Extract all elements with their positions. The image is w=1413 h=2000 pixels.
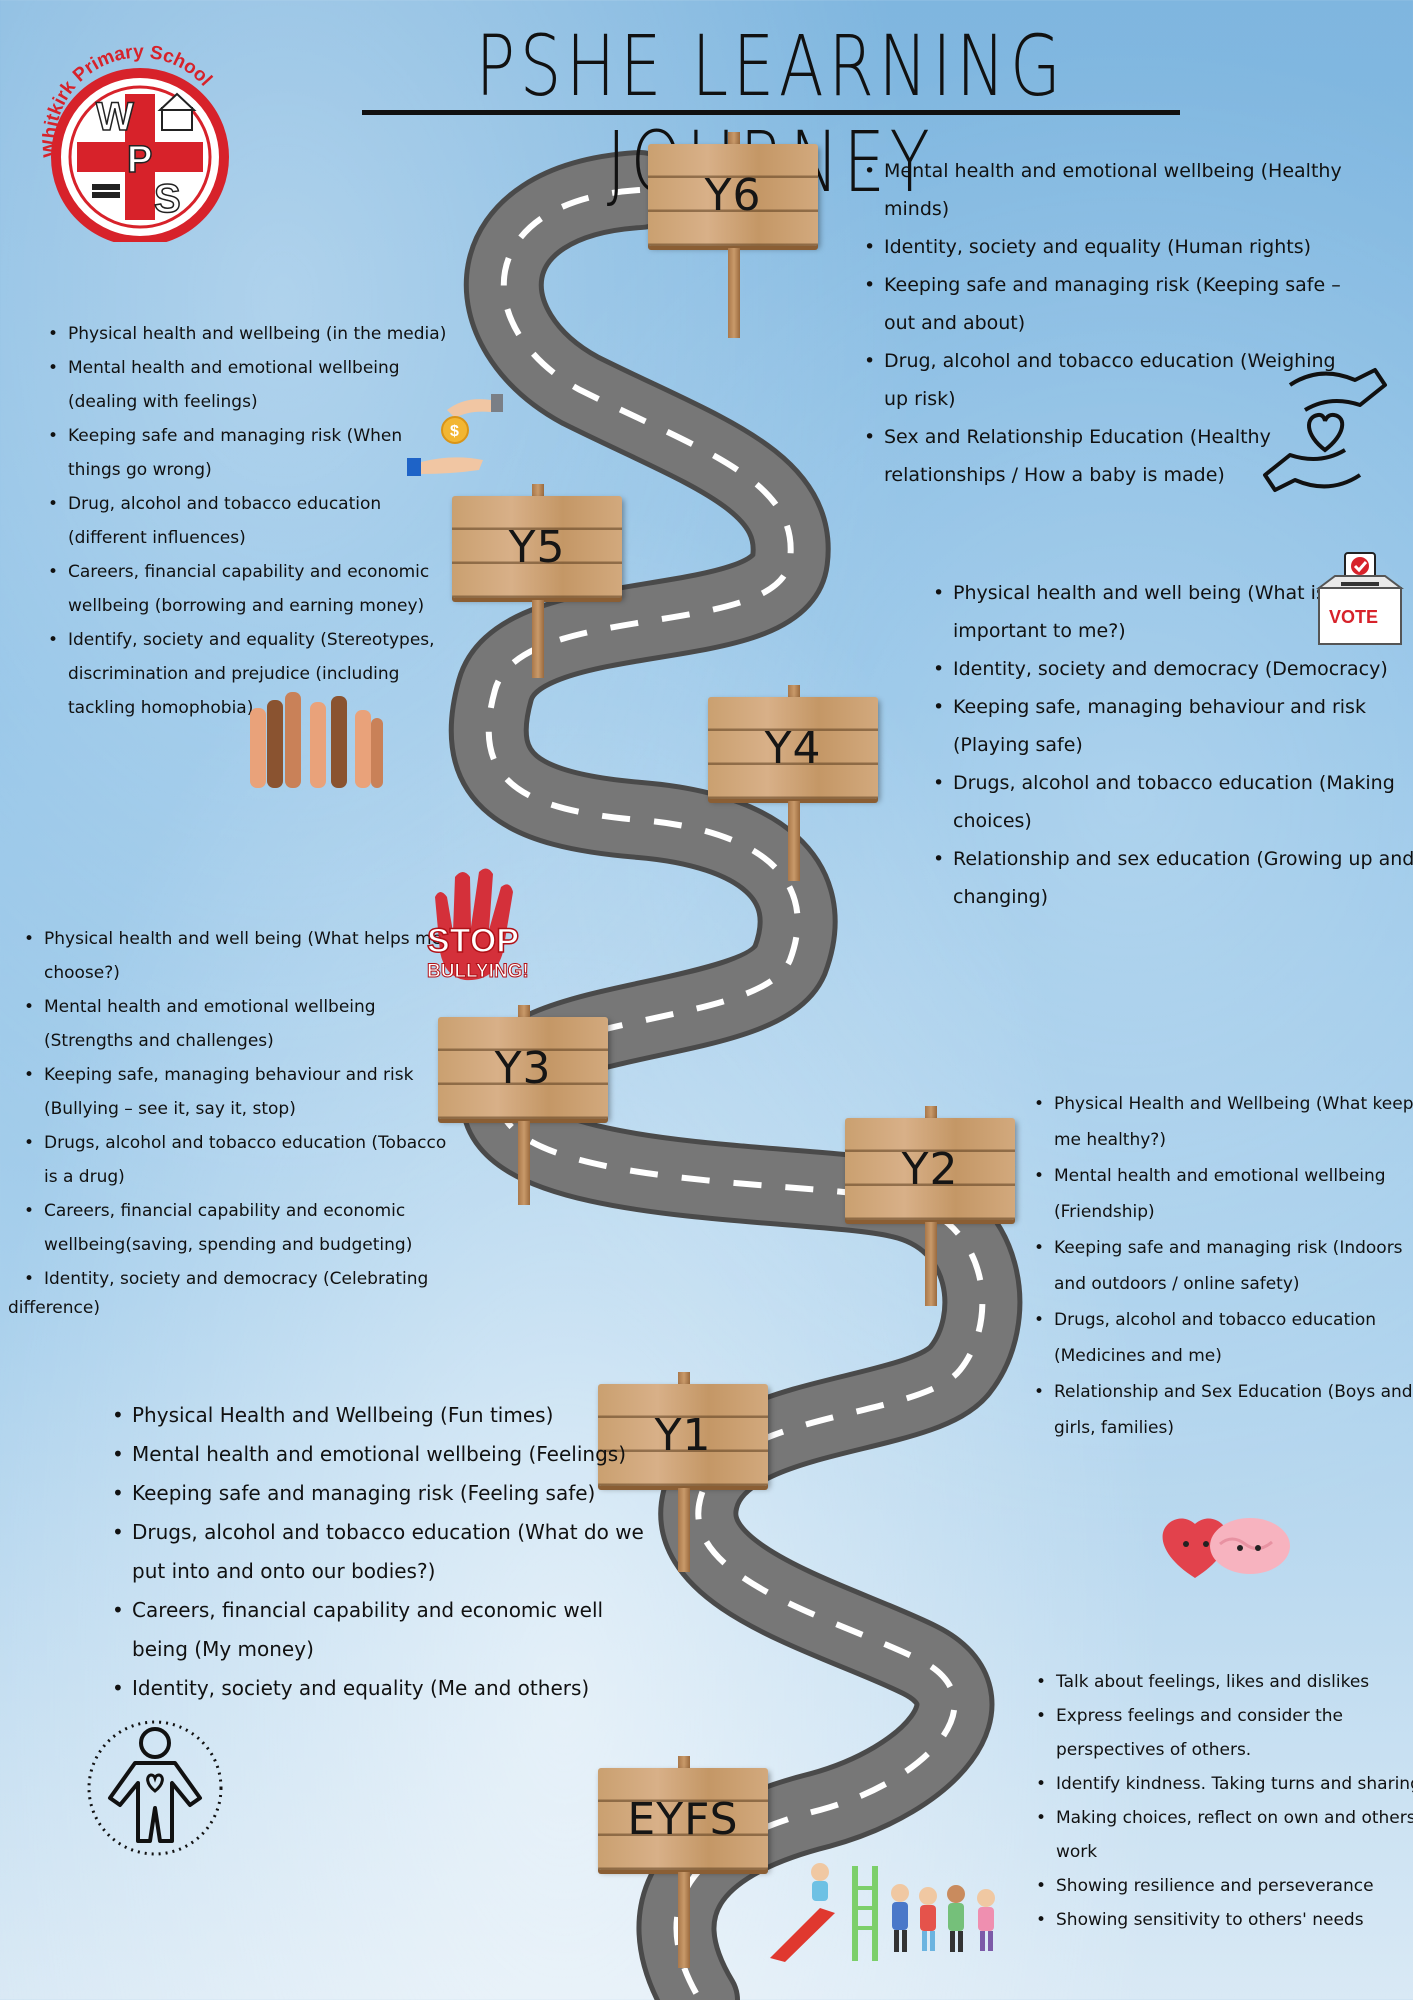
- sign-y5: Y5: [452, 484, 622, 678]
- list-item: Mental health and emotional wellbeing (F…: [112, 1435, 652, 1474]
- sign-label: Y1: [654, 1409, 712, 1461]
- list-item: Express feelings and consider the perspe…: [1036, 1699, 1413, 1767]
- list-item: Keeping safe, managing behaviour and ris…: [24, 1058, 449, 1126]
- list-item: Identity, society and democracy (Celebra…: [24, 1262, 449, 1296]
- list-item: Drugs, alcohol and tobacco education (Me…: [1034, 1302, 1413, 1374]
- list-item: Drugs, alcohol and tobacco education (Ma…: [933, 764, 1413, 840]
- money-hands-icon: $: [407, 394, 503, 476]
- sign-y2: Y2: [845, 1106, 1015, 1306]
- y2-topics: Physical Health and Wellbeing (What keep…: [1032, 1086, 1413, 1446]
- logo-letter-p: P: [127, 139, 152, 181]
- list-item: Physical health and well being (What is …: [933, 574, 1413, 650]
- sign-label: Y6: [704, 169, 762, 221]
- list-item: Careers, financial capability and econom…: [48, 555, 460, 623]
- list-item: Mental health and emotional wellbeing (S…: [24, 990, 449, 1058]
- logo-letter-w: W: [96, 95, 134, 139]
- list-item: Physical Health and Wellbeing (Fun times…: [112, 1396, 652, 1435]
- vote-label: VOTE: [1329, 607, 1378, 627]
- list-item: Physical Health and Wellbeing (What keep…: [1034, 1086, 1413, 1158]
- coin-symbol: $: [450, 423, 459, 440]
- stop-bullying-icon: STOP BULLYING!: [426, 868, 529, 983]
- raised-hands-icon: [250, 692, 383, 788]
- sign-label: Y2: [901, 1143, 959, 1195]
- children-playground-icon: [770, 1863, 995, 1962]
- caring-hands-heart-icon: [1263, 368, 1387, 492]
- list-item: Mental health and emotional wellbeing (H…: [864, 152, 1354, 228]
- list-item: Sex and Relationship Education (Healthy …: [864, 418, 1354, 494]
- sign-y3: Y3: [438, 1005, 608, 1205]
- sign-label: EYFS: [627, 1793, 739, 1845]
- list-item: Physical health and well being (What hel…: [24, 922, 449, 990]
- school-logo: W P S Whitkirk Primary School: [39, 42, 229, 242]
- y3-topics: Physical health and well being (What hel…: [22, 922, 449, 1296]
- heart-and-brain-icon: [1162, 1518, 1290, 1578]
- list-item: Mental health and emotional wellbeing (F…: [1034, 1158, 1413, 1230]
- list-item: Identity, society and equality (Human ri…: [864, 228, 1354, 266]
- list-item: Showing resilience and perseverance: [1036, 1869, 1413, 1903]
- list-item: Keeping safe and managing risk (Feeling …: [112, 1474, 652, 1513]
- y1-topics: Physical Health and Wellbeing (Fun times…: [110, 1396, 652, 1708]
- y4-topics: Physical health and well being (What is …: [931, 574, 1413, 916]
- list-item: Talk about feelings, likes and dislikes: [1036, 1665, 1413, 1699]
- list-item: Keeping safe, managing behaviour and ris…: [933, 688, 1413, 764]
- list-item: Identify kindness. Taking turns and shar…: [1036, 1767, 1413, 1801]
- person-with-heart-icon: [87, 1720, 223, 1856]
- bullying-text: BULLYING!: [427, 961, 529, 982]
- y6-topics: Mental health and emotional wellbeing (H…: [862, 152, 1354, 494]
- sign-label: Y5: [508, 521, 566, 573]
- list-item: Identity, society and equality (Me and o…: [112, 1669, 652, 1708]
- list-item: Keeping safe and managing risk (When thi…: [48, 419, 460, 487]
- list-item: Mental health and emotional wellbeing (d…: [48, 351, 460, 419]
- list-item: Careers, financial capability and econom…: [24, 1194, 449, 1262]
- list-item: Relationship and sex education (Growing …: [933, 840, 1413, 916]
- list-item: Careers, financial capability and econom…: [112, 1591, 652, 1669]
- sign-eyfs: EYFS: [598, 1756, 768, 1968]
- sign-label: Y3: [494, 1042, 552, 1094]
- list-item: Drug, alcohol and tobacco education (Wei…: [864, 342, 1354, 418]
- list-item: Showing sensitivity to others' needs: [1036, 1903, 1413, 1937]
- list-item: Drugs, alcohol and tobacco education (Wh…: [112, 1513, 652, 1591]
- stop-text: STOP: [427, 922, 519, 960]
- list-item: Drugs, alcohol and tobacco education (To…: [24, 1126, 449, 1194]
- y5-topics: Physical health and wellbeing (in the me…: [46, 317, 460, 725]
- list-item: Identity, society and democracy (Democra…: [933, 650, 1413, 688]
- ballot-box-icon: VOTE: [1316, 552, 1404, 645]
- list-item: Relationship and Sex Education (Boys and…: [1034, 1374, 1413, 1446]
- list-item: Making choices, reflect on own and other…: [1036, 1801, 1413, 1869]
- title-underline: [362, 110, 1180, 115]
- eyfs-topics: Talk about feelings, likes and dislikes …: [1034, 1665, 1413, 1937]
- sign-y6: Y6: [648, 132, 818, 338]
- list-item: Keeping safe and managing risk (Keeping …: [864, 266, 1354, 342]
- sign-y4: Y4: [708, 685, 878, 881]
- logo-letter-s: S: [154, 177, 181, 221]
- list-item: Identify, society and equality (Stereoty…: [48, 623, 460, 725]
- list-item: Physical health and wellbeing (in the me…: [48, 317, 460, 351]
- list-item: Drug, alcohol and tobacco education (dif…: [48, 487, 460, 555]
- y3-overflow-text: difference): [8, 1298, 100, 1318]
- list-item: Keeping safe and managing risk (Indoors …: [1034, 1230, 1413, 1302]
- sign-label: Y4: [764, 722, 822, 774]
